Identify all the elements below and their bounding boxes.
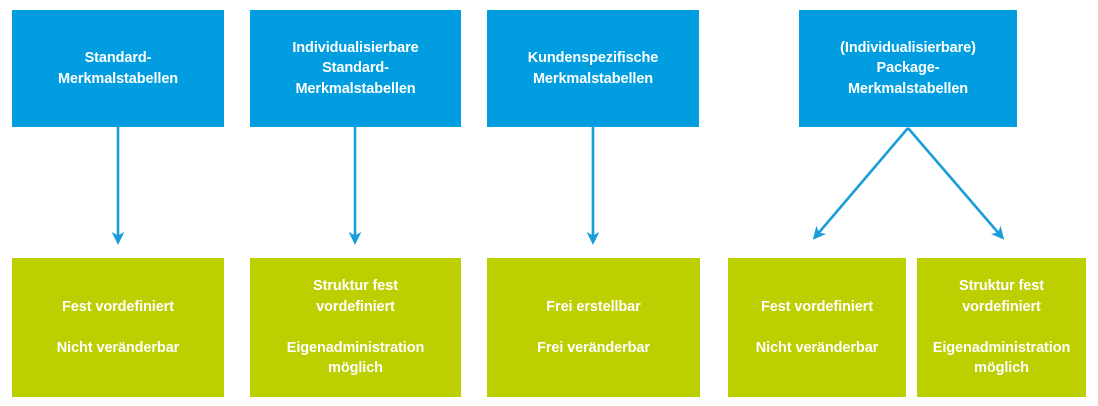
node-text-line: Individualisierbare xyxy=(292,39,419,56)
node-text-line: Fest vordefiniert xyxy=(62,298,174,315)
node-text-line: möglich xyxy=(328,360,383,377)
node-text-line: Eigenadministration xyxy=(932,339,1071,356)
node-text-line: möglich xyxy=(974,360,1029,377)
node-text-line: Nicht veränderbar xyxy=(755,339,879,356)
node-text-line: vordefiniert xyxy=(962,298,1041,315)
node-text-line: Fest vordefiniert xyxy=(761,298,873,315)
node-text-line: Merkmalstabellen xyxy=(847,80,969,97)
connector-arrow-package-to-fest xyxy=(812,127,909,240)
connector-arrow-package-to-struktur xyxy=(907,127,1005,240)
node-text-line: Eigenadministration xyxy=(286,339,425,356)
node-text-line: Standard- xyxy=(322,60,389,77)
node-text-line: Struktur fest xyxy=(313,278,398,295)
node-text-line: vordefiniert xyxy=(316,298,395,315)
node-text-line: Standard- xyxy=(84,49,152,66)
node-text-line: Merkmalstabellen xyxy=(295,80,416,97)
node-text-line: Merkmalstabellen xyxy=(532,70,654,87)
node-text-line: Kundenspezifische xyxy=(527,49,659,66)
node-text-line: Merkmalstabellen xyxy=(57,70,179,87)
node-text-line: Struktur fest xyxy=(959,278,1044,295)
node-text-line: Frei erstellbar xyxy=(546,298,641,315)
top-node-standard-merkmalstabellen[interactable]: Standard- Merkmalstabellen xyxy=(12,10,224,127)
node-text-line: Frei veränderbar xyxy=(537,339,650,356)
node-text-line: Package- xyxy=(876,60,940,77)
top-node-individualisierbare-package-merkmalstabellen[interactable]: (Individualisierbare) Package- Merkmalstab… xyxy=(799,10,1017,127)
node-text-line: (Individualisierbare) xyxy=(840,39,976,56)
node-text-line: Nicht veränderbar xyxy=(56,339,180,356)
